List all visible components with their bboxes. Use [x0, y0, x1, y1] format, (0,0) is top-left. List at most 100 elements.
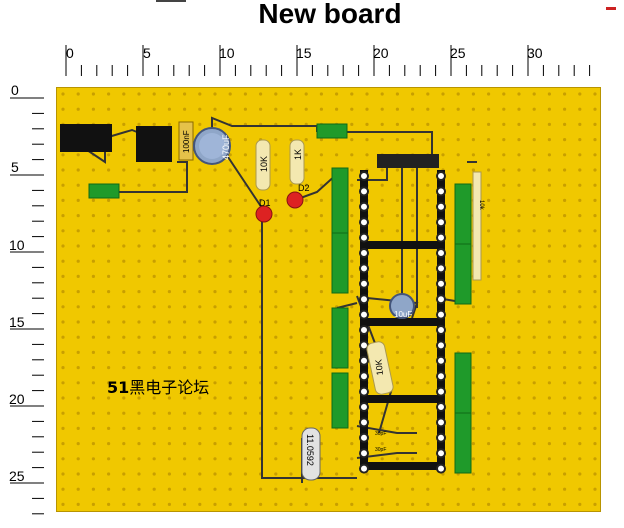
board-hole	[167, 244, 171, 248]
wire-group[interactable]	[68, 116, 477, 483]
board-hole	[547, 381, 551, 385]
ic-pad[interactable]	[359, 448, 369, 459]
ic-bar[interactable]	[437, 170, 445, 470]
ic-pad[interactable]	[359, 417, 369, 428]
ic-bar[interactable]	[360, 170, 368, 470]
resistor-1k[interactable]	[289, 139, 305, 185]
ic-pad[interactable]	[359, 294, 369, 305]
board-hole	[274, 487, 278, 491]
ic-pad[interactable]	[436, 248, 446, 258]
board-hole	[319, 138, 323, 142]
ic-pad[interactable]	[436, 325, 446, 335]
ic-pad[interactable]	[436, 340, 446, 351]
wire[interactable]	[356, 452, 417, 459]
wire[interactable]	[366, 297, 419, 319]
ic-bar[interactable]	[360, 318, 444, 326]
capacitor-100nf[interactable]	[178, 121, 194, 161]
board-hole	[122, 502, 126, 506]
ic-bar[interactable]	[360, 241, 444, 249]
board-hole	[319, 366, 323, 370]
ic-pad[interactable]	[436, 186, 446, 197]
board-hole	[335, 442, 339, 446]
ic-pad[interactable]	[436, 294, 446, 305]
board-hole	[61, 198, 65, 202]
wire[interactable]	[336, 302, 358, 309]
ic-pad[interactable]	[359, 463, 369, 474]
ic-pad[interactable]	[436, 232, 446, 243]
ic-pad[interactable]	[359, 278, 369, 289]
ic-pad[interactable]	[359, 248, 369, 258]
ic-bar[interactable]	[360, 395, 444, 403]
led-d2[interactable]	[286, 191, 304, 209]
board-hole	[487, 259, 491, 263]
ic-pad[interactable]	[359, 371, 369, 382]
stripboard[interactable]: 100nF 470uF 10K 1K D1 D2 10k 10uF 10K 11…	[56, 87, 601, 512]
resistor-10k-reset[interactable]	[366, 341, 394, 396]
ic-pad[interactable]	[436, 278, 446, 289]
capacitor-10uf[interactable]	[389, 293, 415, 319]
wire[interactable]	[221, 147, 263, 209]
ic-pad[interactable]	[436, 371, 446, 382]
ic-pad[interactable]	[359, 186, 369, 197]
close-icon[interactable]	[606, 7, 616, 10]
ic-pad[interactable]	[436, 171, 446, 181]
board-hole	[319, 350, 323, 354]
board-hole	[547, 411, 551, 415]
board-hole	[274, 259, 278, 263]
ic-pad[interactable]	[359, 309, 369, 320]
wire[interactable]	[117, 161, 188, 193]
ic-pad[interactable]	[359, 325, 369, 335]
board-hole	[213, 122, 217, 126]
resistor-10k[interactable]	[255, 139, 271, 191]
board-hole	[335, 138, 339, 142]
power-switch[interactable]	[136, 126, 172, 162]
board-hole	[243, 457, 247, 461]
crystal-oscillator[interactable]	[301, 427, 321, 481]
ic-pad[interactable]	[359, 217, 369, 228]
wire[interactable]	[347, 131, 433, 158]
ic-pad[interactable]	[359, 171, 369, 181]
board-hole	[183, 442, 187, 446]
ic-pad[interactable]	[436, 417, 446, 428]
board-hole	[137, 442, 141, 446]
ic-pad[interactable]	[436, 432, 446, 443]
ic-pad[interactable]	[359, 355, 369, 366]
board-hole	[76, 396, 80, 400]
ic-pad[interactable]	[436, 402, 446, 412]
ic-pad[interactable]	[436, 263, 446, 274]
board-hole	[411, 229, 415, 233]
board-hole	[517, 122, 521, 126]
ic-pad[interactable]	[436, 201, 446, 212]
board-canvas[interactable]: 100nF 470uF 10K 1K D1 D2 10k 10uF 10K 11…	[57, 88, 602, 513]
wire[interactable]	[261, 213, 357, 479]
capacitor-30pf-b-label: 30pF	[375, 447, 386, 453]
ic-pad[interactable]	[359, 201, 369, 212]
ic-pad[interactable]	[436, 448, 446, 459]
ic-pad[interactable]	[436, 217, 446, 228]
led-d1[interactable]	[255, 205, 273, 223]
board-hole	[578, 107, 582, 111]
ic-pad[interactable]	[436, 355, 446, 366]
board-hole	[91, 290, 95, 294]
ic-pad[interactable]	[359, 386, 369, 397]
ic-pad[interactable]	[359, 232, 369, 243]
board-hole	[395, 290, 399, 294]
board-hole	[61, 366, 65, 370]
ic-pad[interactable]	[359, 402, 369, 412]
dc-jack[interactable]	[60, 124, 112, 152]
ic-pad[interactable]	[436, 386, 446, 397]
board-hole	[61, 472, 65, 476]
board-hole	[547, 214, 551, 218]
board-hole	[243, 138, 247, 142]
ic-pad[interactable]	[359, 263, 369, 274]
board-hole	[517, 502, 521, 506]
pin-header[interactable]	[377, 154, 439, 168]
ic-socket[interactable]	[360, 170, 445, 470]
ic-pad[interactable]	[436, 463, 446, 474]
wire[interactable]	[356, 425, 417, 434]
ruler-x-label: 30	[527, 45, 543, 61]
ic-pad[interactable]	[359, 432, 369, 443]
resistor-pack[interactable]	[472, 171, 482, 281]
ic-bar[interactable]	[360, 462, 444, 470]
ic-pad[interactable]	[436, 309, 446, 320]
